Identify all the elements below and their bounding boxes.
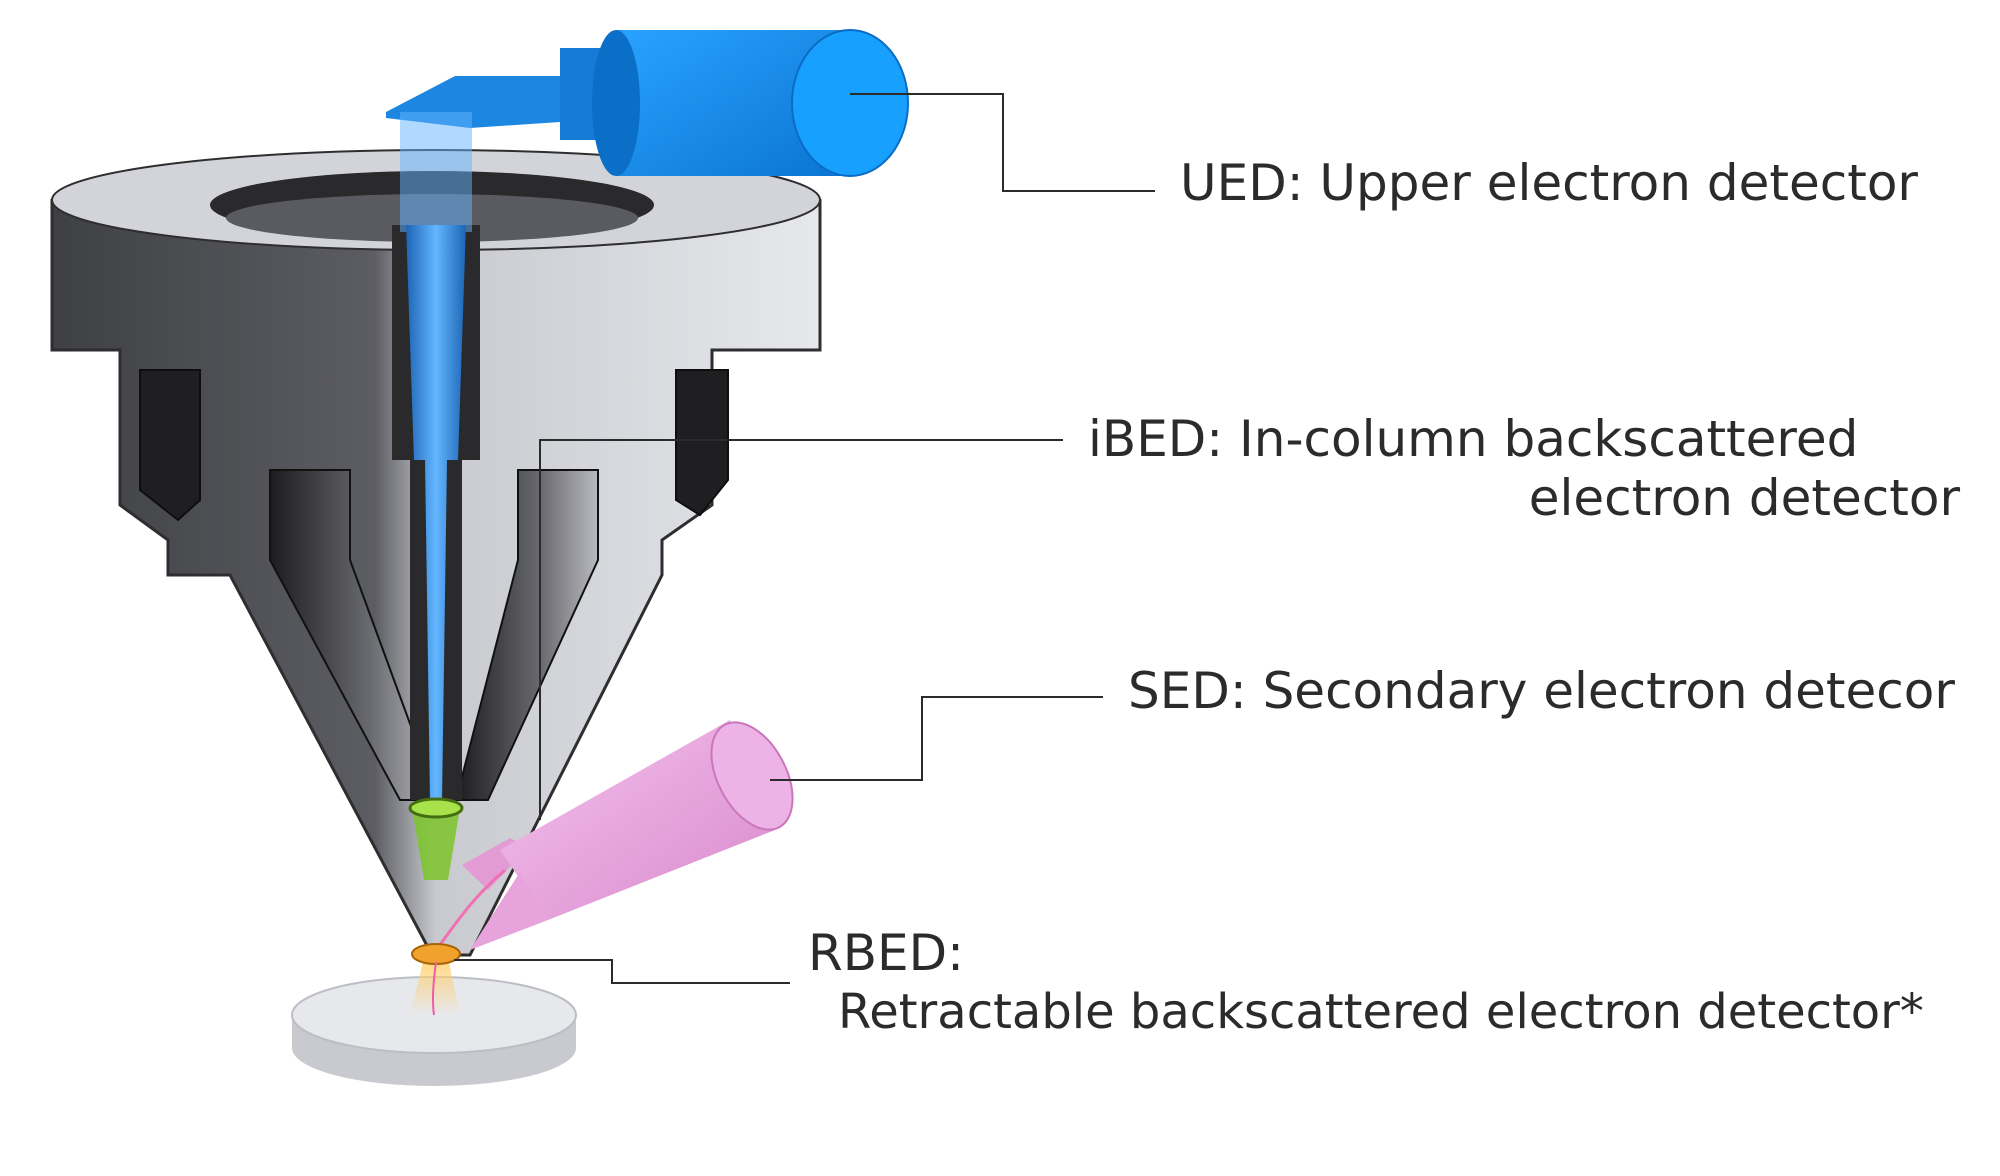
ued-label: UED: Upper electron detector [1180, 154, 1918, 212]
ued-detector [386, 29, 909, 177]
leader-lines [454, 93, 1155, 984]
rbed-label-line1: RBED: [808, 924, 964, 982]
ibed-label-line1: iBED: In-column backscattered [1088, 410, 1859, 468]
ibed-label-line2: electron detector [1528, 469, 1960, 527]
sed-leader [770, 696, 1103, 781]
rbed-leader [454, 959, 790, 984]
rbed-detector [410, 943, 461, 1016]
sed-label: SED: Secondary electron detecor [1128, 662, 1955, 720]
ibed-leader [539, 439, 1063, 820]
electron-beam [400, 112, 472, 800]
sed-detector [434, 720, 794, 951]
rbed-label-line2: Retractable backscattered electron detec… [838, 984, 1924, 1040]
ued-leader [850, 93, 1155, 192]
ibed-detector [408, 797, 464, 880]
